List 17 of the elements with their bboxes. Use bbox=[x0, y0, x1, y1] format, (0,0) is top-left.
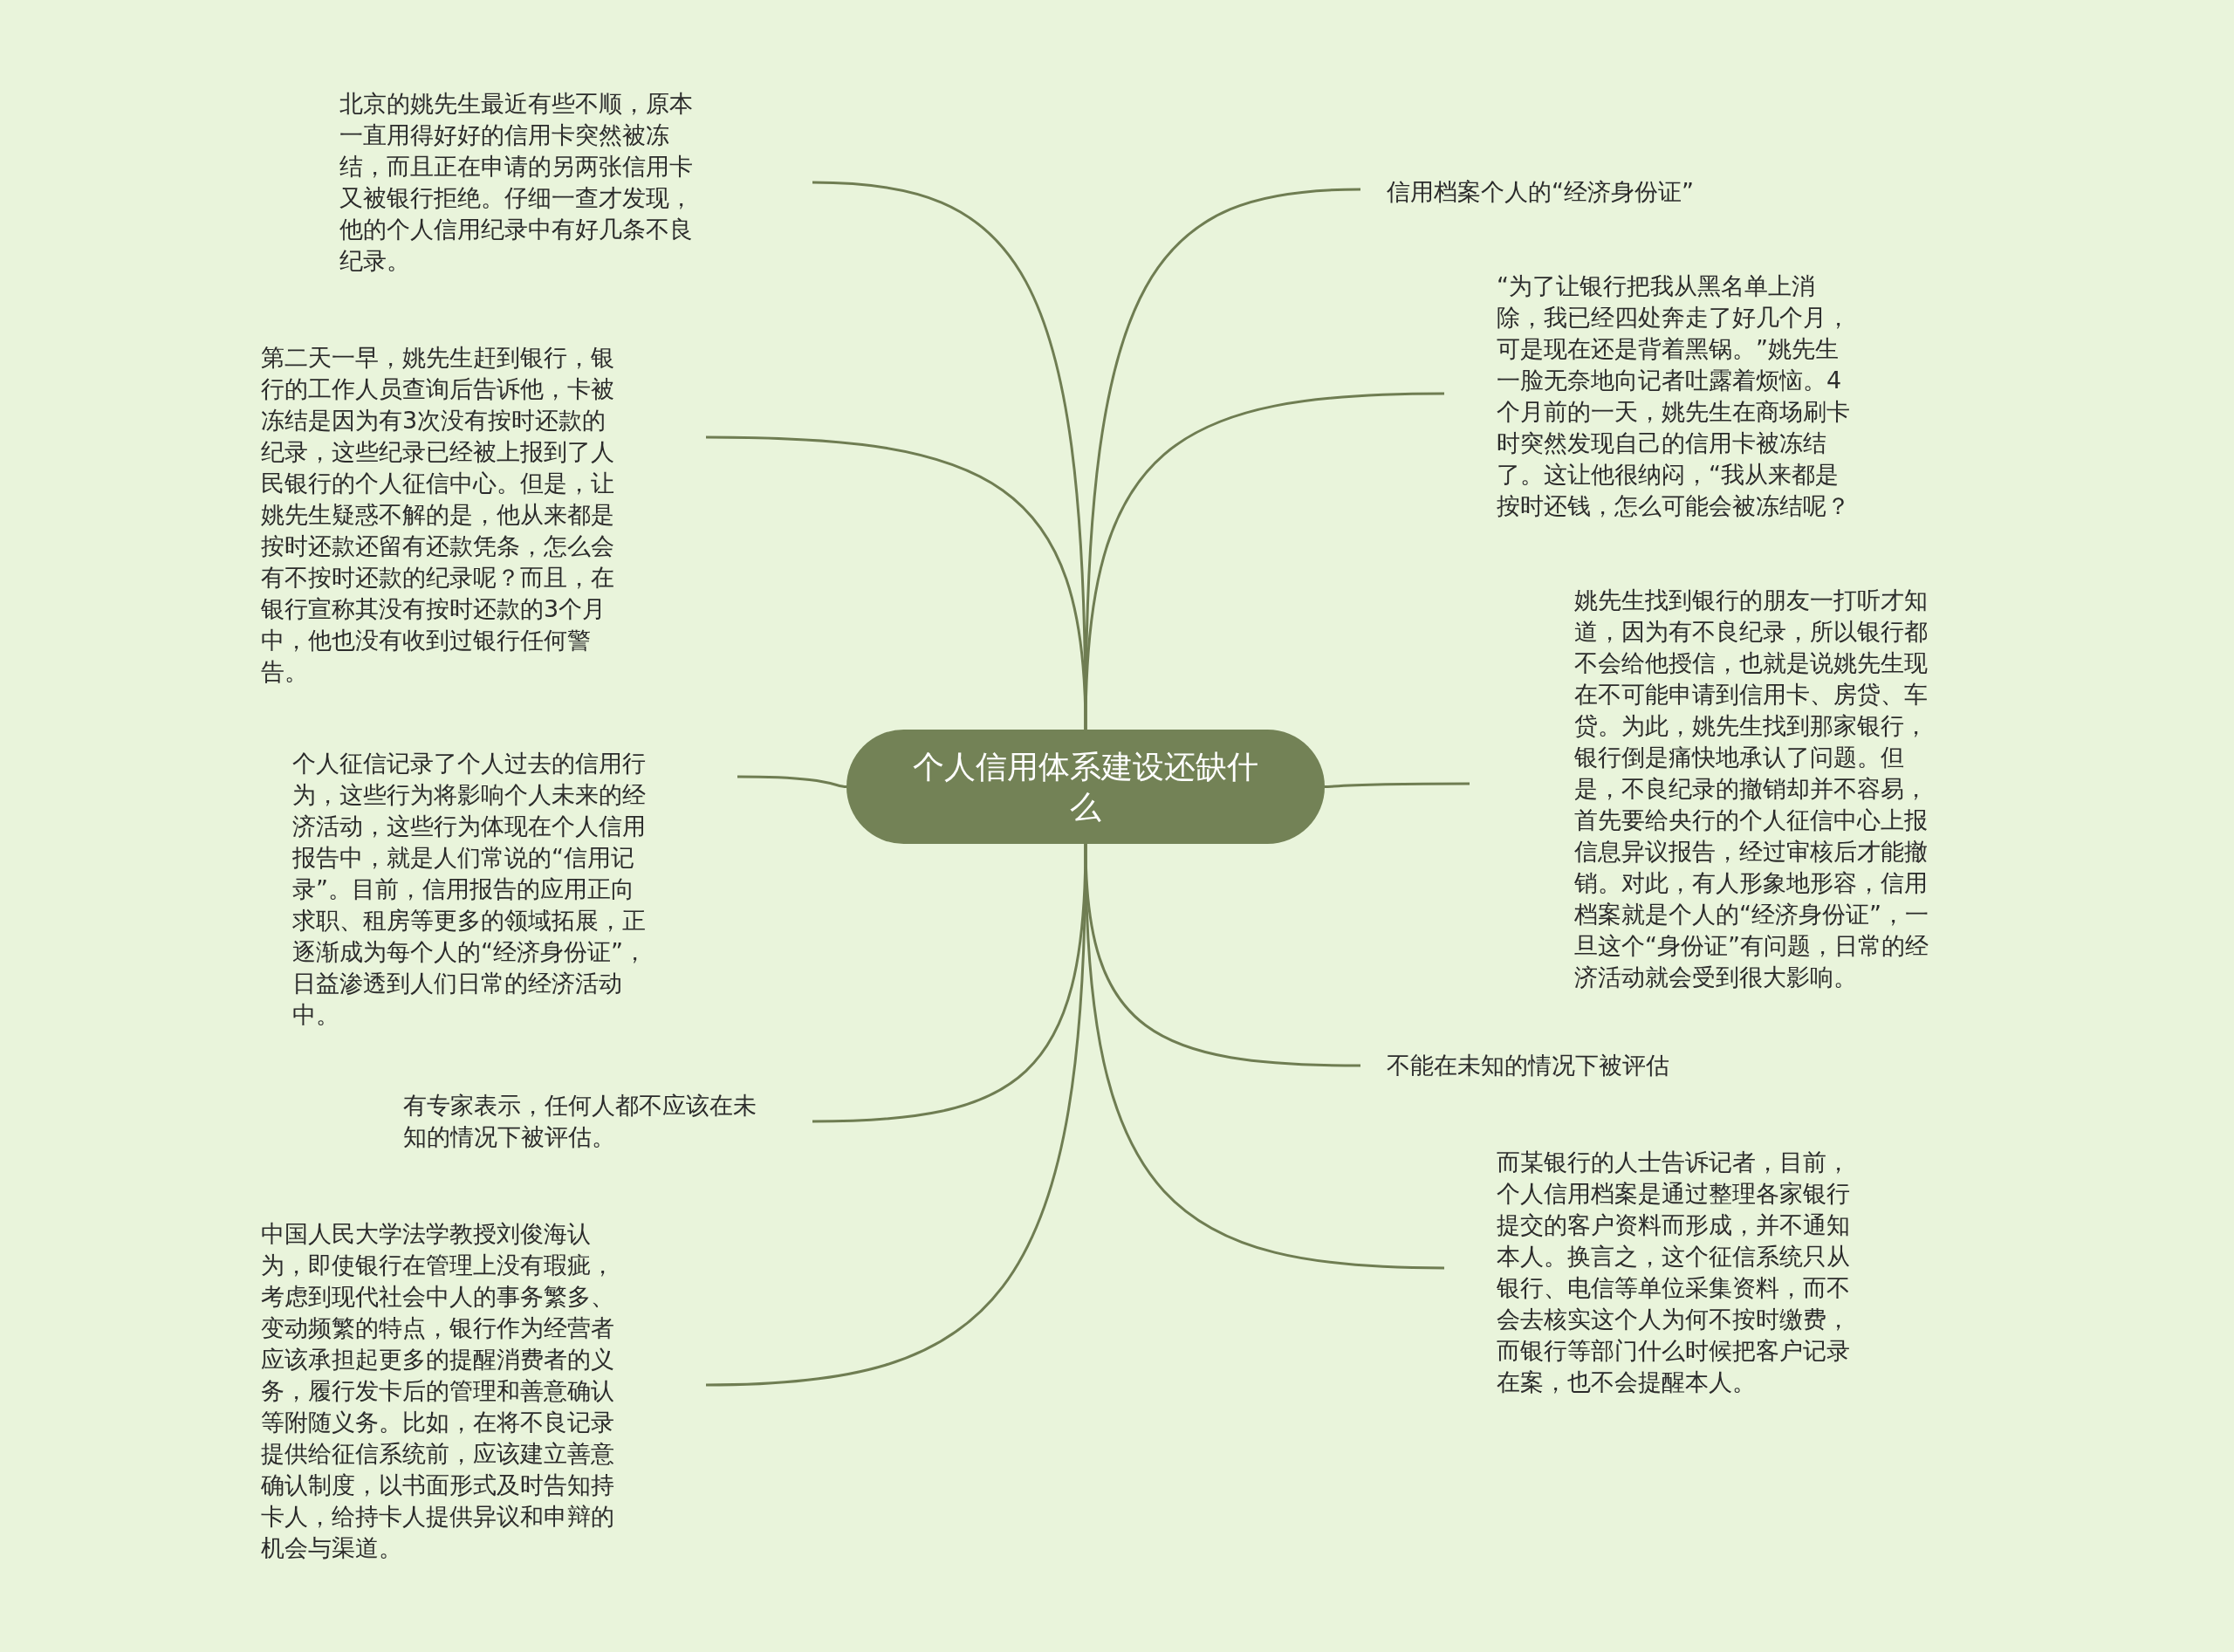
topic-text: 北京的姚先生最近有些不顺，原本一直用得好好的信用卡突然被冻结，而且正在申请的另两张信用卡又被银行拒绝。仔细一查才发现，他的个人信用纪录中有好几条不良纪录。 bbox=[339, 88, 812, 277]
topic-text: 第二天一早，姚先生赶到银行，银行的工作人员查询后告诉他，卡被冻结是因为有3次没有按时还款的纪录，这些纪录已经被上报到了人民银行的个人征信中心。但是，让姚先生疑惑不解的是，他从来都是按时还款还留有还款凭条，怎么会有不按时还款的纪录呢？而且，在银行宣称其没有按时还款的3个月中，他也没有收到过银行任何警告。 bbox=[261, 342, 706, 688]
topic-text: “为了让银行把我从黑名单上消除，我已经四处奔走了好几个月，可是现在还是背着黑锅。”姚先生一脸无奈地向记者吐露着烦恼。4个月前的一天，姚先生在商场刷卡时突然发现自己的信用卡被冻结了。这让他很纳闷，“我从来都是按时还钱，怎么可能会被冻结呢？ bbox=[1444, 271, 1854, 522]
topic-text: 不能在未知的情况下被评估 bbox=[1360, 1050, 1692, 1081]
branch-line bbox=[705, 843, 1087, 1387]
topic-text: 姚先生找到银行的朋友一打听才知道，因为有不良纪录，所以银行都不会给他授信，也就是说姚先生现在不可能申请到信用卡、房贷、车贷。为此，姚先生找到那家银行，银行倒是痛快地承认了问题。但是，不良纪录的撤销却并不容易，首先要给央行的个人征信中心上报信息异议报告，经过审核后才能撤销。对此，有人形象地形容，信用档案就是个人的“经济身份证”，一旦这个“身份证”有问题，日常的经济活动就会受到很大影响。 bbox=[1470, 585, 1933, 993]
branch-line bbox=[1084, 392, 1445, 730]
topic-text: 有专家表示，任何人都不应该在未知的情况下被评估。 bbox=[403, 1090, 812, 1153]
topic-text: 信用档案个人的“经济身份证” bbox=[1360, 176, 1727, 208]
branch-line bbox=[1084, 843, 1445, 1270]
branch-line bbox=[737, 775, 847, 788]
branch-line bbox=[1084, 188, 1361, 730]
branch-line bbox=[1324, 782, 1470, 788]
central-topic: 个人信用体系建设还缺什么 bbox=[846, 730, 1325, 844]
topic-text: 中国人民大学法学教授刘俊海认为，即使银行在管理上没有瑕疵，考虑到现代社会中人的事务繁多、变动频繁的特点，银行作为经营者应该承担起更多的提醒消费者的义务，履行发卡后的管理和善意确认等附随义务。比如，在将不良记录提供给征信系统前，应该建立善意确认制度，以书面形式及时告知持卡人，给持卡人提供异议和申辩的机会与渠道。 bbox=[261, 1218, 706, 1564]
topic-text: 个人征信记录了个人过去的信用行为，这些行为将影响个人未来的经济活动，这些行为体现在个人信用报告中，就是人们常说的“信用记录”。目前，信用报告的应用正向求职、租房等更多的领域拓展，正逐渐成为每个人的“经济身份证”，日益渗透到人们日常的经济活动中。 bbox=[292, 748, 737, 1031]
topic-text: 而某银行的人士告诉记者，目前，个人信用档案是通过整理各家银行提交的客户资料而形成，并不通知本人。换言之，这个征信系统只从银行、电信等单位采集资料，而不会去核实这个人为何不按时缴费，而银行等部门什么时候把客户记录在案，也不会提醒本人。 bbox=[1444, 1147, 1854, 1398]
